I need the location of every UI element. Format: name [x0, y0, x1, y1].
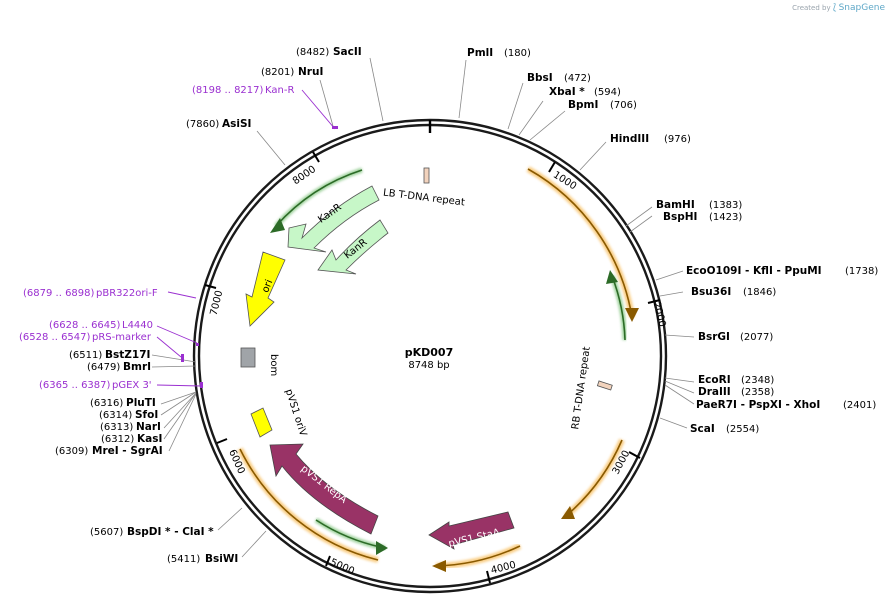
site-name-bstz17i: BstZ17I	[105, 349, 150, 361]
site-name-draiii: DraIII	[698, 386, 731, 398]
primer-name-kan-r: Kan-R	[265, 85, 294, 96]
site-pos-xbai: (594)	[594, 87, 621, 98]
site-pos-bpmi: (706)	[610, 100, 637, 111]
snapgene-brand: Created by ⟅ SnapGene	[792, 3, 885, 13]
site-name-bamhi: BamHI	[656, 199, 695, 211]
site-pos-draiii: (2358)	[741, 387, 774, 398]
feature-pvs1-oriv: pVS1 oriV	[250, 388, 309, 438]
backbone	[192, 118, 668, 594]
primer-range-pbr322ori-f: (6879 .. 6898)	[23, 288, 95, 299]
site-name-bsphi: BspHI	[663, 211, 697, 223]
feature-rb-repeat: RB T-DNA repeat	[570, 346, 613, 430]
green-orf-arcs	[270, 167, 628, 555]
feature-label-pvs1-oriv: pVS1 oriV	[283, 388, 309, 438]
site-pos-bsiwi: (5411)	[167, 554, 200, 565]
site-pos-bmri: (6479)	[87, 362, 120, 373]
primer-range-prs-marker: (6528 .. 6547)	[19, 332, 91, 343]
site-pos-asisi: (7860)	[186, 119, 219, 130]
site-name-bspdi: BspDI * - ClaI *	[127, 526, 214, 538]
site-name-hindiii: HindIII	[610, 133, 649, 145]
tick-label-2000: 2000	[651, 301, 668, 328]
site-pos-pmli: (180)	[504, 48, 531, 59]
feature-kanr-inner: KanR	[317, 219, 389, 275]
site-name-bsrgi: BsrGI	[698, 331, 730, 343]
site-name-bsiwi: BsiWI	[205, 553, 238, 565]
site-name-sacii: SacII	[333, 46, 362, 58]
site-leader-lines	[151, 57, 695, 558]
feature-label-bom: bom	[268, 354, 279, 376]
plasmid-size: 8748 bp	[408, 360, 449, 371]
primer-name-prs-marker: pRS-marker	[92, 332, 152, 343]
primer-name-pgex-3: pGEX 3'	[112, 380, 152, 391]
site-pos-ecori: (2348)	[741, 375, 774, 386]
site-name-xbai: XbaI *	[549, 86, 585, 98]
primer-name-pbr322ori-f: pBR322ori-F	[96, 288, 158, 299]
site-pos-sacii: (8482)	[296, 47, 329, 58]
site-pos-bbsi: (472)	[564, 73, 591, 84]
feature-ori: ori	[245, 251, 286, 327]
snapgene-logo-icon: ⟅	[832, 3, 837, 13]
site-name-bbsi: BbsI	[527, 72, 553, 84]
site-name-kasi: KasI	[137, 433, 162, 445]
site-pos-bamhi: (1383)	[709, 200, 742, 211]
site-pos-bsrgi: (2077)	[740, 332, 773, 343]
primer-marks	[181, 126, 338, 388]
primer-name-l4440: L4440	[122, 320, 153, 331]
primer-range-pgex-3: (6365 .. 6387)	[39, 380, 111, 391]
site-name-scai: ScaI	[690, 423, 715, 435]
brand-prefix: Created by	[792, 4, 831, 12]
site-pos-sfoi: (6314)	[99, 410, 132, 421]
orf-arcs	[237, 166, 639, 572]
site-pos-pluti: (6316)	[90, 398, 123, 409]
site-name-paer7i: PaeR7I - PspXI - XhoI	[696, 399, 820, 411]
site-pos-ecoo109i: (1738)	[845, 266, 878, 277]
site-pos-bsu36i: (1846)	[743, 287, 776, 298]
site-pos-paer7i: (2401)	[843, 400, 876, 411]
site-pos-scai: (2554)	[726, 424, 759, 435]
primer-range-l4440: (6628 .. 6645)	[49, 320, 121, 331]
plasmid-name: pKD007	[405, 346, 454, 359]
site-pos-kasi: (6312)	[101, 434, 134, 445]
site-name-pmli: PmlI	[467, 47, 493, 59]
feature-pvs1-staa: pVS1 StaA	[428, 511, 515, 550]
site-pos-mrei: (6309)	[55, 446, 88, 457]
feature-bom: bom	[240, 347, 279, 376]
site-name-bpmi: BpmI	[568, 99, 598, 111]
tick-label-7000: 7000	[209, 289, 226, 316]
site-name-ecori: EcoRI	[698, 374, 731, 386]
site-name-mrei: MreI - SgrAI	[92, 445, 163, 457]
primer-range-kan-r: (8198 .. 8217)	[192, 85, 264, 96]
site-pos-hindiii: (976)	[664, 134, 691, 145]
site-name-ecoo109i: EcoO109I - KflI - PpuMI	[686, 265, 822, 277]
site-pos-nari: (6313)	[100, 422, 133, 433]
site-name-sfoi: SfoI	[135, 409, 158, 421]
feature-label-lb-repeat: LB T-DNA repeat	[382, 188, 465, 209]
primer-leader-lines	[156, 89, 336, 387]
site-name-bsu36i: Bsu36I	[691, 286, 731, 298]
site-pos-bspdi: (5607)	[90, 527, 123, 538]
site-pos-nrui: (8201)	[261, 67, 294, 78]
site-name-nari: NarI	[136, 421, 161, 433]
feature-label-rb-repeat: RB T-DNA repeat	[570, 346, 593, 430]
site-pos-bstz17i: (6511)	[69, 350, 102, 361]
feature-lb-repeat: LB T-DNA repeat	[382, 167, 465, 209]
feature-label-ori: ori	[260, 278, 275, 294]
site-name-bmri: BmrI	[123, 361, 151, 373]
site-name-pluti: PluTI	[126, 397, 156, 409]
brand-logo-text: SnapGene	[838, 3, 885, 13]
site-name-asisi: AsiSI	[222, 118, 251, 130]
site-name-nrui: NruI	[298, 66, 323, 78]
feature-pvs1-repa: pVS1 RepA	[269, 443, 379, 535]
site-pos-bsphi: (1423)	[709, 212, 742, 223]
